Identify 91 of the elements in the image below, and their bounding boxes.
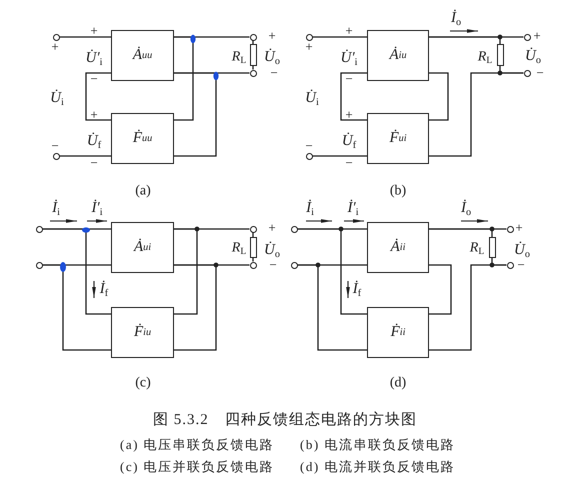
voltage-label: U̇$_{o}$: [514, 242, 530, 258]
wire: [174, 264, 217, 351]
current-label: İ′$_{i}$: [347, 200, 359, 216]
wire: [429, 264, 452, 315]
resistor-label: R$_{L}$: [232, 49, 246, 65]
current-label: İ$_{o}$: [450, 10, 462, 26]
voltage-label: U̇$_{o}$: [525, 48, 541, 64]
terminal-icon: [306, 152, 312, 160]
wire: [174, 72, 217, 157]
subfigure-caption: (d) 电流并联负反馈电路: [300, 460, 455, 474]
resistor-symbol: [250, 44, 256, 66]
terminal-icon: [250, 226, 256, 232]
wire: [340, 72, 367, 121]
subfigure-caption: (b) 电流串联负反馈电路: [300, 438, 455, 452]
panel-label: (d): [390, 375, 406, 391]
resistor-symbol: [496, 44, 504, 66]
wire: [60, 155, 111, 157]
figure-caption: 图 5.3.2 四种反馈组态电路的方块图: [153, 412, 417, 428]
voltage-label: U̇$_{f}$: [342, 132, 356, 150]
resistor-label: R$_{L}$: [232, 240, 246, 256]
terminal-icon: [250, 34, 256, 40]
terminal-icon: [52, 34, 60, 40]
polarity-sign: +: [90, 24, 98, 38]
wire: [429, 228, 493, 237]
polarity-sign: +: [533, 28, 541, 44]
polarity-sign: +: [268, 28, 276, 44]
terminal-icon: [52, 152, 60, 160]
polarity-sign: +: [90, 108, 98, 122]
voltage-label: U̇$_{o}$: [264, 242, 280, 258]
polarity-sign: +: [345, 24, 353, 38]
polarity-sign: −: [345, 72, 353, 86]
polarity-sign: −: [536, 66, 544, 80]
terminal-icon: [250, 262, 256, 268]
current-label: İ$_{o}$: [460, 200, 472, 216]
polarity-sign: −: [51, 138, 59, 154]
voltage-label: U̇$_{f}$: [86, 132, 102, 150]
wire: [60, 36, 111, 38]
current-label: İ$_{f}$: [352, 280, 362, 298]
polarity-sign: +: [345, 108, 353, 122]
wire: [312, 36, 367, 38]
wire: [312, 155, 367, 157]
resistor-label: R$_{L}$: [478, 49, 492, 65]
polarity-sign: +: [51, 40, 59, 54]
voltage-label: U̇$_{i}$: [50, 90, 64, 106]
polarity-sign: −: [269, 258, 277, 272]
current-label: İ$_{i}$: [52, 200, 60, 216]
wire: [429, 72, 524, 157]
terminal-icon: [506, 226, 514, 232]
polarity-sign: +: [515, 220, 523, 236]
terminal-icon: [290, 262, 298, 268]
terminal-icon: [250, 70, 256, 76]
wire: [429, 264, 506, 351]
voltage-label: U̇′$_{i}$: [86, 50, 102, 66]
polarity-sign: −: [305, 138, 313, 154]
subfigure-caption: (a) 电压串联负反馈电路: [120, 438, 274, 452]
polarity-sign: −: [90, 72, 98, 86]
panel-label: (b): [390, 183, 406, 199]
terminal-icon: [506, 262, 514, 268]
polarity-sign: −: [270, 66, 278, 80]
polarity-sign: +: [268, 220, 276, 236]
subfigure-caption: (c) 电压并联负反馈电路: [120, 460, 274, 474]
terminal-icon: [36, 226, 42, 232]
resistor-symbol: [250, 237, 256, 258]
voltage-label: U̇$_{o}$: [264, 48, 280, 66]
voltage-label: U̇′$_{i}$: [340, 50, 358, 66]
panel-label: (c): [135, 375, 151, 391]
resistor-label: R$_{L}$: [470, 240, 484, 256]
current-label: İ$_{f}$: [98, 280, 110, 298]
terminal-icon: [290, 226, 298, 232]
wire: [42, 228, 111, 315]
terminal-icon: [524, 34, 530, 40]
polarity-sign: −: [517, 258, 525, 272]
voltage-label: U̇$_{i}$: [305, 90, 319, 106]
wire: [174, 36, 194, 121]
wire: [174, 228, 198, 315]
wire: [85, 72, 111, 121]
wire: [429, 36, 501, 44]
wire: [429, 72, 449, 121]
polarity-sign: −: [345, 156, 353, 170]
terminal-icon: [36, 262, 42, 268]
resistor-symbol: [488, 237, 496, 258]
polarity-sign: −: [90, 156, 98, 170]
wire: [42, 264, 111, 351]
terminal-icon: [524, 70, 530, 76]
wire: [298, 228, 367, 315]
wire: [298, 264, 367, 351]
terminal-icon: [306, 34, 312, 40]
panel-label: (a): [135, 183, 151, 199]
current-label: İ$_{i}$: [306, 200, 314, 216]
polarity-sign: +: [305, 40, 313, 54]
current-label: İ′$_{i}$: [91, 200, 103, 216]
